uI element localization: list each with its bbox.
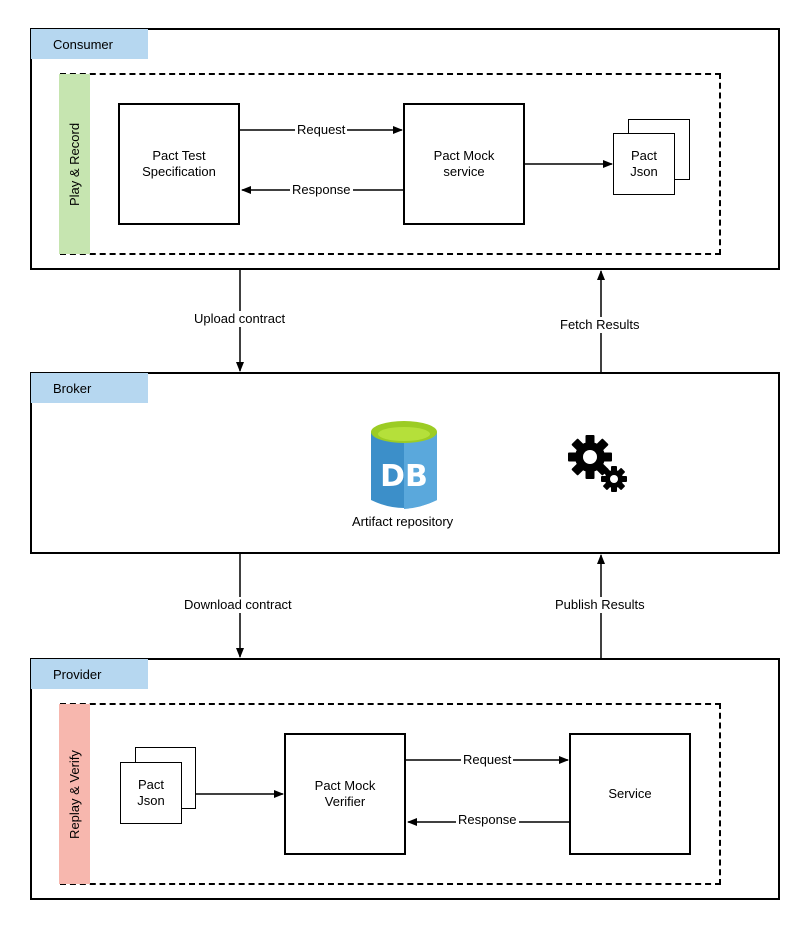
artifact-repository-label: Artifact repository: [352, 514, 454, 529]
download-contract-label: Download contract: [182, 597, 294, 613]
provider-lane: Replay & Verify: [59, 704, 90, 884]
provider-title: Provider: [53, 666, 102, 682]
consumer-title-tab: Consumer: [31, 29, 148, 59]
pact-mock-verifier-box: Pact Mock Verifier: [284, 733, 406, 855]
provider-request-label: Request: [461, 752, 514, 768]
upload-contract-label: Upload contract: [192, 311, 288, 327]
pact-test-specification-label: Pact Test Specification: [142, 148, 216, 179]
consumer-request-label: Request: [295, 122, 348, 138]
provider-pact-json-doc: Pact Json: [120, 762, 182, 824]
consumer-lane: Play & Record: [59, 74, 90, 254]
pact-mock-service-label: Pact Mock service: [433, 148, 495, 179]
consumer-title: Consumer: [53, 36, 113, 52]
pact-test-specification-box: Pact Test Specification: [118, 103, 240, 225]
pact-mock-verifier-label: Pact Mock Verifier: [314, 778, 376, 809]
consumer-pact-json-doc: Pact Json: [613, 133, 675, 195]
pact-mock-service-box: Pact Mock service: [403, 103, 525, 225]
provider-pact-json-label: Pact Json: [137, 777, 165, 808]
broker-title: Broker: [53, 380, 92, 396]
service-box: Service: [569, 733, 691, 855]
provider-title-tab: Provider: [31, 659, 148, 689]
consumer-pact-json-label: Pact Json: [630, 148, 658, 179]
service-label: Service: [608, 786, 652, 801]
provider-response-label: Response: [456, 812, 519, 828]
consumer-response-label: Response: [290, 182, 353, 198]
fetch-results-label: Fetch Results: [558, 317, 642, 333]
gears-icon: [568, 435, 627, 492]
broker-title-tab: Broker: [31, 373, 148, 403]
database-icon-text: DB: [380, 459, 428, 494]
database-icon: DB: [371, 421, 437, 509]
publish-results-label: Publish Results: [553, 597, 647, 613]
